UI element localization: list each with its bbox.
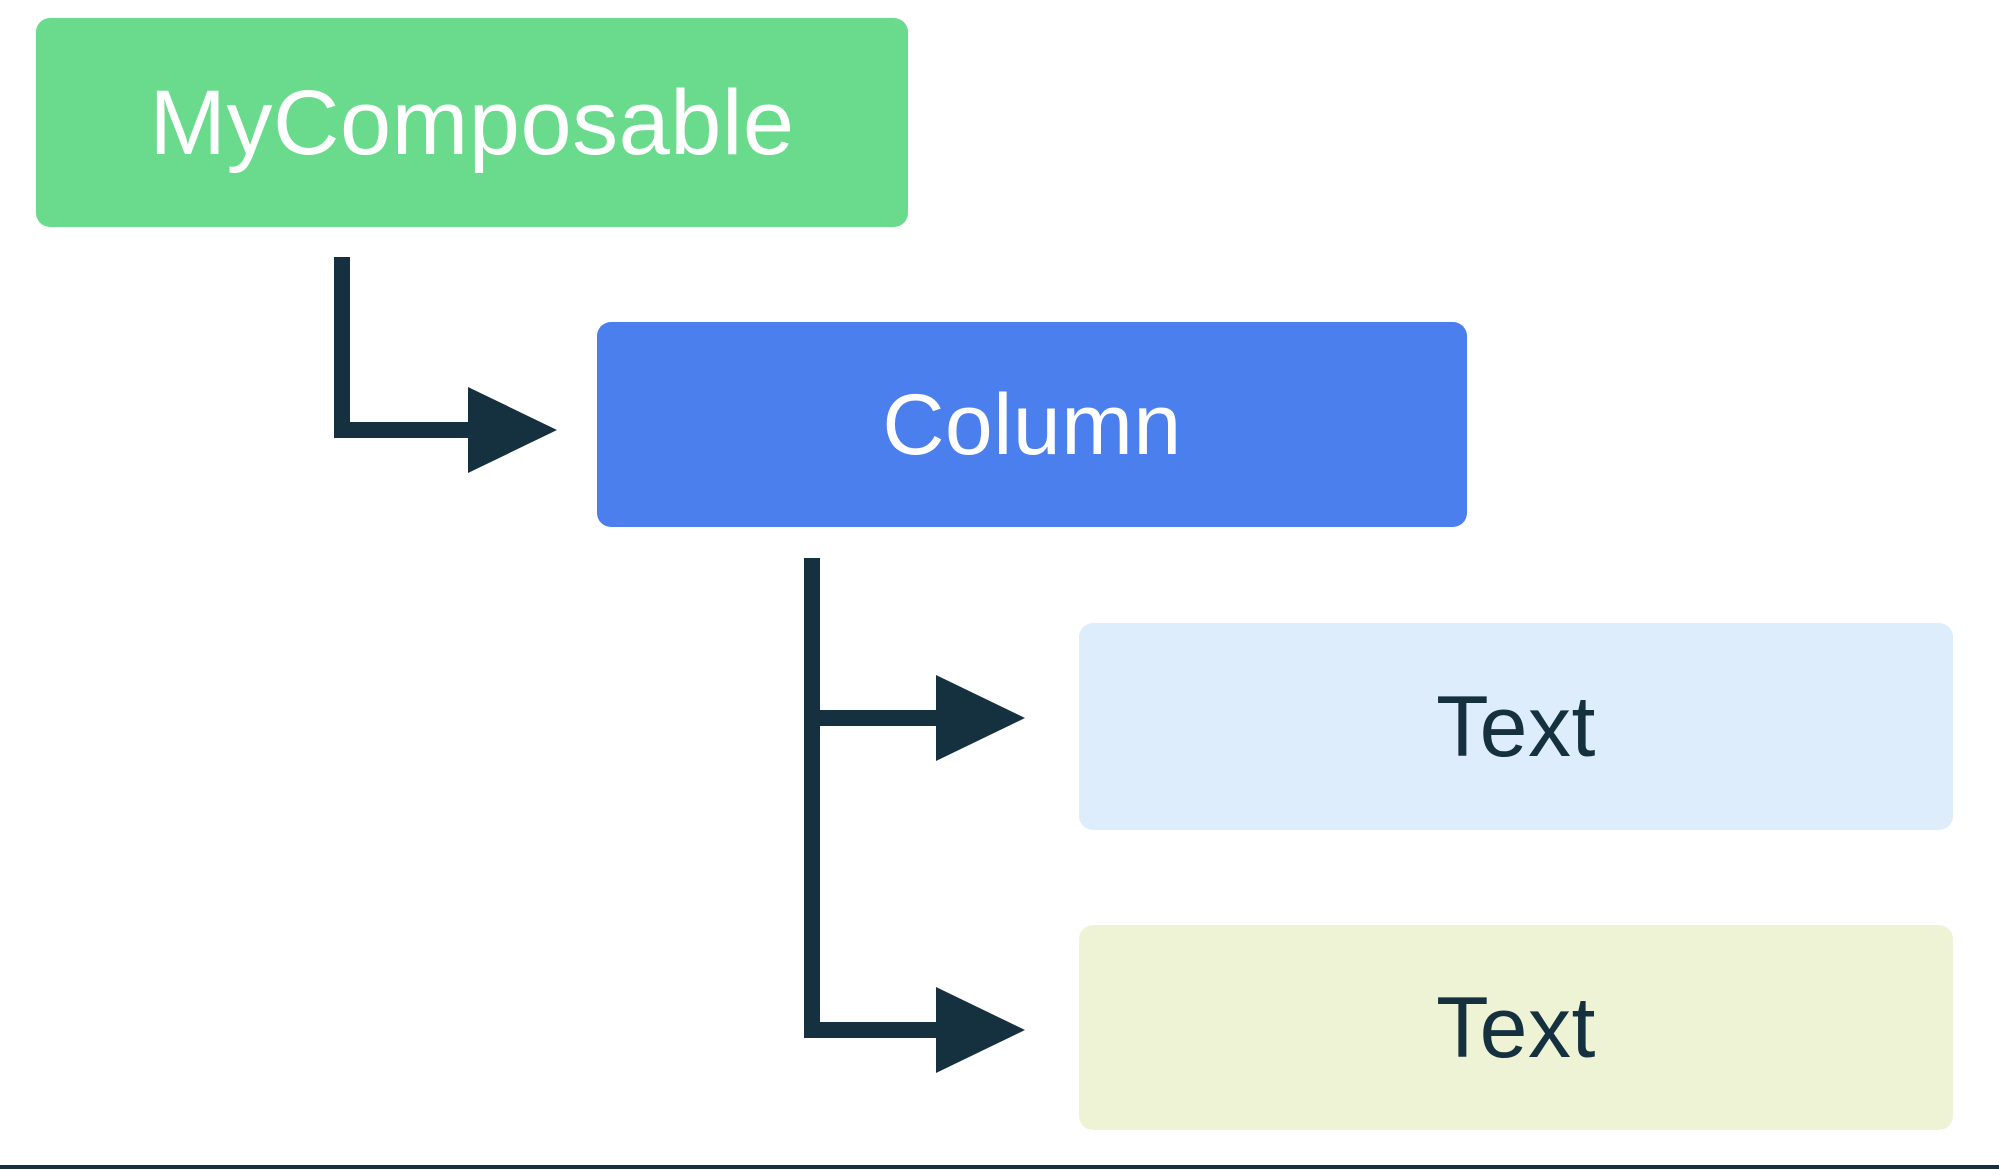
node-label-my-composable: MyComposable bbox=[149, 71, 795, 174]
edge-root-to-column bbox=[334, 257, 557, 473]
arrowhead-icon bbox=[468, 387, 557, 473]
node-text-first[interactable]: Text bbox=[1079, 623, 1953, 830]
node-column[interactable]: Column bbox=[597, 322, 1467, 527]
node-my-composable[interactable]: MyComposable bbox=[36, 18, 908, 227]
node-label-column: Column bbox=[882, 376, 1182, 473]
node-label-text-first: Text bbox=[1436, 678, 1596, 775]
arrowhead-icon bbox=[936, 987, 1025, 1073]
arrowhead-icon bbox=[936, 675, 1025, 761]
edge-column-to-text-1 bbox=[804, 558, 1025, 761]
node-label-text-second: Text bbox=[1436, 979, 1596, 1076]
node-text-second[interactable]: Text bbox=[1079, 925, 1953, 1130]
edge-column-to-text-2 bbox=[804, 718, 1025, 1073]
bottom-divider bbox=[0, 1165, 1999, 1169]
